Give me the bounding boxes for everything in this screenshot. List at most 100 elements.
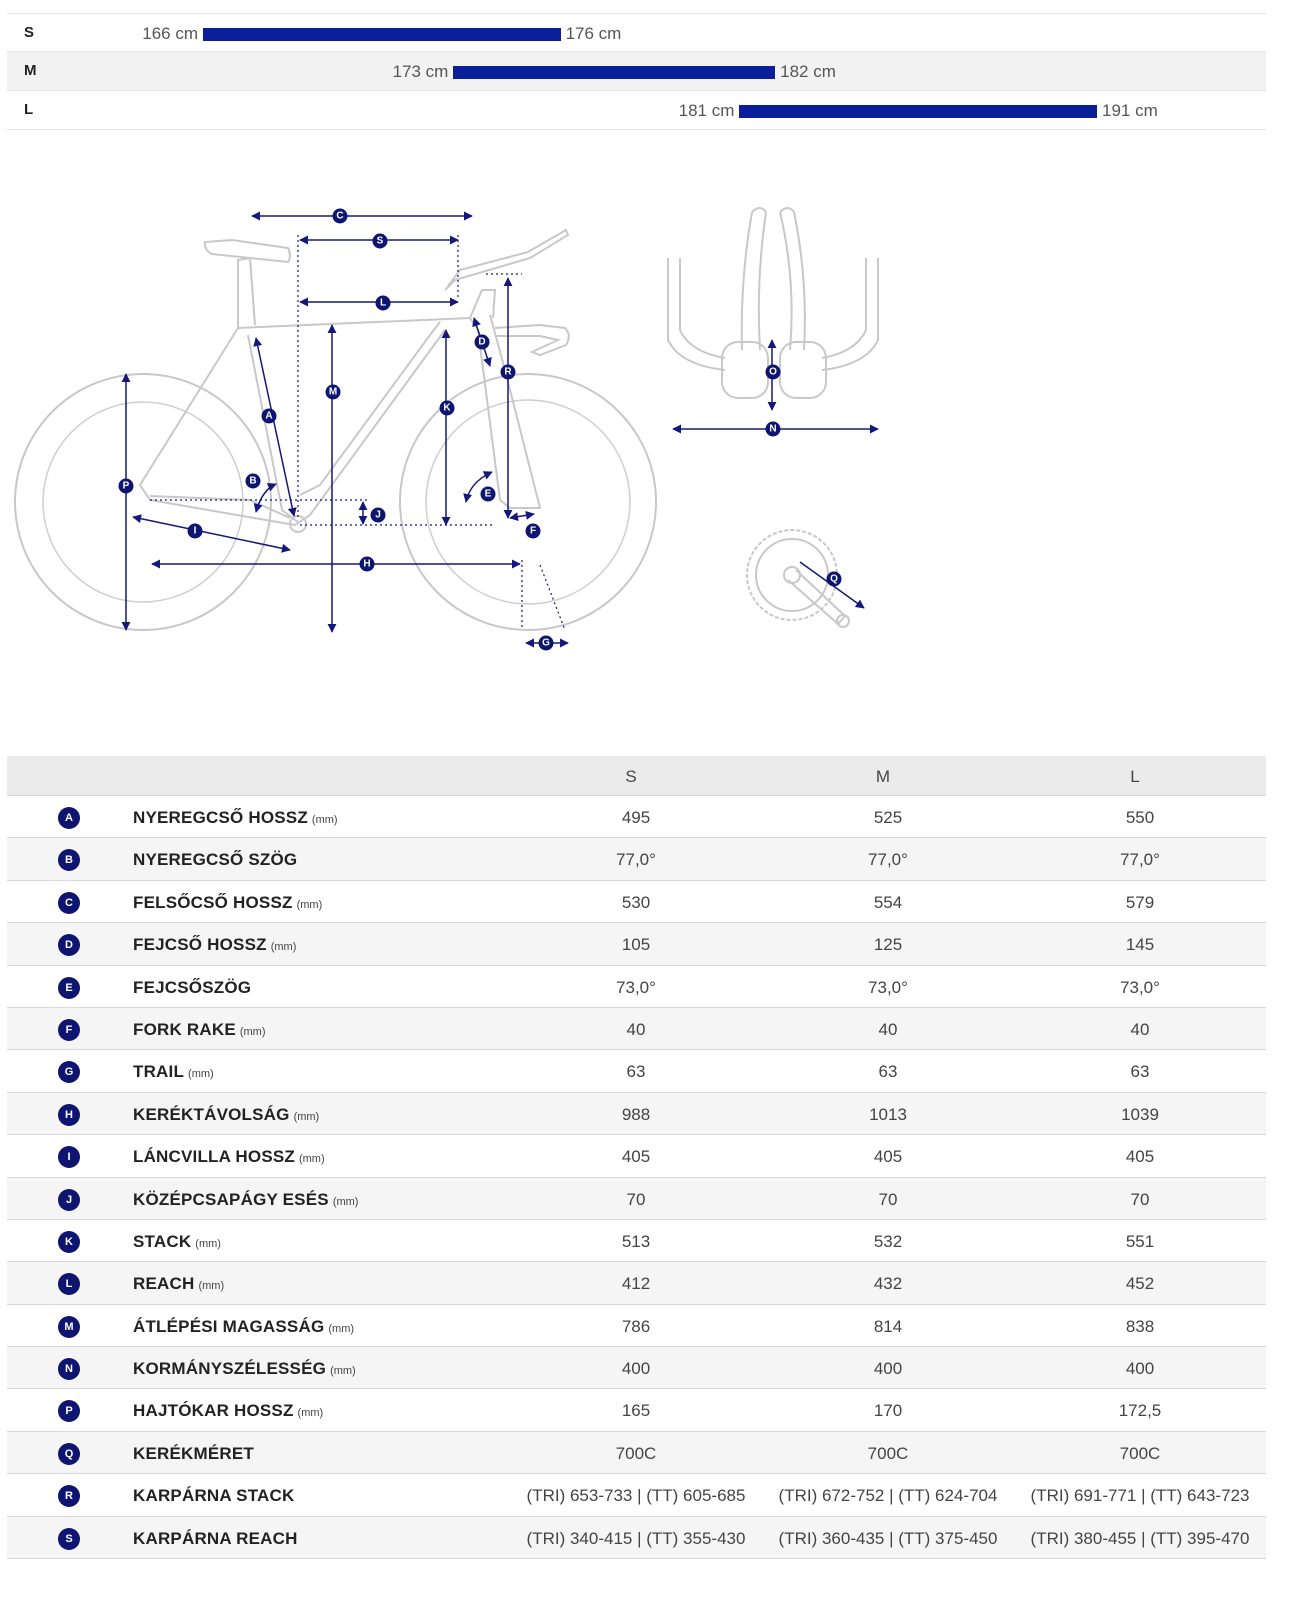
measure-name: FEJCSŐ HOSSZ	[133, 935, 267, 955]
measure-name: ÁTLÉPÉSI MAGASSÁG	[133, 1316, 325, 1336]
diagram-label-b: B	[245, 473, 261, 489]
svg-text:Q: Q	[830, 574, 838, 585]
svg-text:E: E	[485, 489, 492, 500]
diagram-label-m: M	[325, 384, 341, 400]
value-l: 700C	[1119, 1443, 1161, 1463]
diagram-label-d: D	[474, 334, 490, 350]
value-s: 165	[621, 1401, 651, 1421]
svg-text:M: M	[329, 387, 337, 398]
value-m: (TRI) 360-435 | (TT) 375-450	[778, 1528, 998, 1548]
measure-name: KARPÁRNA STACK	[133, 1486, 295, 1506]
svg-text:N: N	[769, 424, 776, 435]
value-m: 432	[873, 1274, 903, 1294]
measure-code-badge: J	[58, 1188, 80, 1211]
bike-geometry-drawing: C S L D R M K A P B E J I F H G O N Q	[14, 207, 879, 651]
value-s: 77,0°	[616, 850, 656, 870]
table-header: S M L	[7, 756, 1266, 796]
measure-label: FEJCSŐ HOSSZ(mm)	[133, 935, 296, 955]
value-l: 172,5	[1118, 1401, 1162, 1421]
value-s: 786	[621, 1316, 651, 1336]
measure-name: LÁNCVILLA HOSSZ	[133, 1147, 295, 1167]
value-m: 63	[878, 1062, 898, 1082]
measure-code-badge: D	[58, 934, 80, 957]
measure-label: NYEREGCSŐ SZÖG	[133, 850, 297, 870]
measure-label: KARPÁRNA STACK	[133, 1486, 294, 1506]
svg-text:F: F	[530, 526, 536, 537]
value-s: (TRI) 653-733 | (TT) 605-685	[526, 1486, 746, 1506]
bike-frame	[138, 228, 570, 533]
measure-code-badge: I	[58, 1146, 80, 1169]
height-min: 173 cm	[392, 62, 449, 81]
measure-unit: (mm)	[198, 1280, 225, 1293]
value-m: 554	[873, 892, 903, 912]
measure-name: STACK	[133, 1231, 192, 1251]
value-l: 838	[1125, 1316, 1155, 1336]
value-s: 530	[621, 892, 651, 912]
svg-text:H: H	[363, 559, 370, 570]
measure-unit: (mm)	[311, 814, 338, 826]
value-l: (TRI) 380-455 | (TT) 395-470	[1030, 1528, 1250, 1548]
front-wheel	[399, 373, 657, 631]
value-m: (TRI) 672-752 | (TT) 624-704	[778, 1486, 998, 1506]
measure-label: NYEREGCSŐ HOSSZ(mm)	[133, 808, 338, 828]
height-max: 191 cm	[1101, 101, 1158, 120]
measure-name: KERÉKMÉRET	[133, 1443, 255, 1463]
value-m: 532	[873, 1231, 903, 1251]
measure-label: KARPÁRNA REACH	[133, 1529, 298, 1549]
diagram-label-n: N	[765, 421, 781, 437]
measure-unit: (mm)	[188, 1068, 214, 1081]
value-m: 1013	[869, 1104, 907, 1124]
measure-label: KORMÁNYSZÉLESSÉG(mm)	[133, 1359, 356, 1379]
measure-label: ÁTLÉPÉSI MAGASSÁG(mm)	[133, 1317, 354, 1337]
measure-label: FELSŐCSŐ HOSSZ(mm)	[133, 893, 322, 913]
measure-code-badge: E	[58, 976, 80, 999]
measure-unit: (mm)	[332, 1195, 359, 1208]
value-l: 400	[1125, 1359, 1155, 1379]
geometry-diagram: C S L D R M K A P B E J I F H G O N Q	[0, 140, 1301, 750]
value-m: 405	[873, 1147, 903, 1167]
value-l: 405	[1125, 1147, 1155, 1167]
diagram-label-j: J	[370, 507, 386, 523]
measure-name: HAJTÓKAR HOSSZ	[133, 1401, 294, 1421]
value-m: 125	[873, 935, 903, 955]
measure-unit: (mm)	[270, 941, 297, 954]
column-header-l: L	[1130, 767, 1140, 786]
column-header-m: M	[875, 767, 891, 786]
dimension-lines	[121, 211, 569, 648]
measure-label: HAJTÓKAR HOSSZ(mm)	[133, 1401, 323, 1421]
size-label: S	[24, 24, 35, 41]
diagram-labels: C S L D R M K A P B E J I F H G O N Q	[118, 208, 842, 651]
value-m: 814	[873, 1316, 903, 1336]
crankset-drawing	[746, 529, 865, 628]
measure-code-badge: G	[58, 1061, 80, 1084]
measure-code-badge: Q	[58, 1442, 80, 1465]
value-m: 700C	[867, 1443, 909, 1463]
svg-text:P: P	[123, 481, 130, 492]
height-max: 176 cm	[565, 24, 622, 43]
column-header-s: S	[625, 767, 637, 786]
measure-code-badge: P	[58, 1400, 80, 1423]
measure-code-badge: K	[58, 1230, 80, 1253]
measure-code-badge: C	[58, 891, 80, 914]
height-range-bar	[739, 105, 1097, 118]
measure-name: KARPÁRNA REACH	[133, 1528, 298, 1548]
value-m: 525	[873, 808, 903, 827]
